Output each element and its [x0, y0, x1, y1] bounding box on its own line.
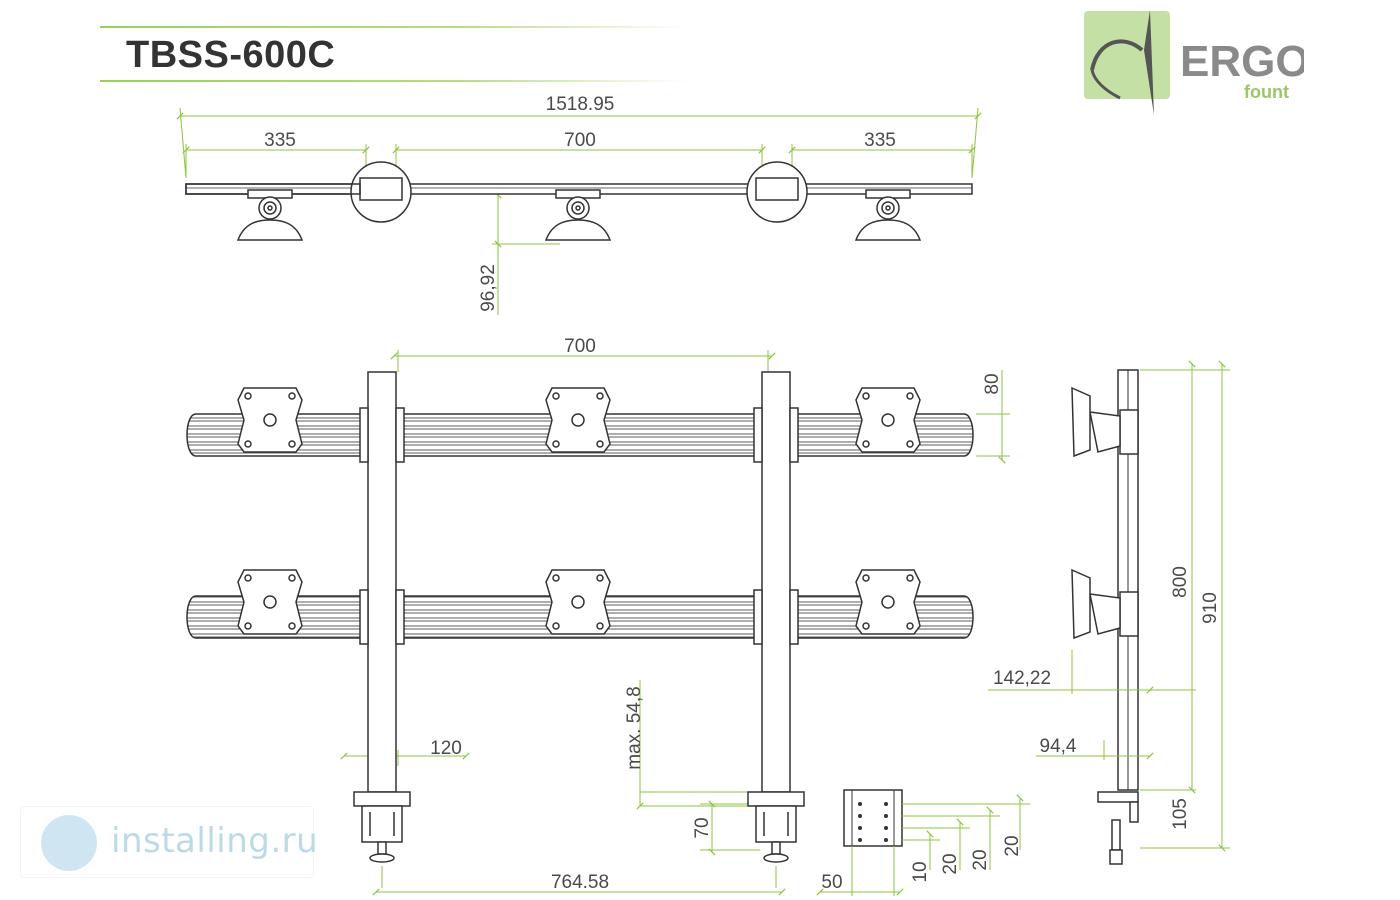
dim-base-105: 105: [1170, 798, 1191, 830]
title-bottom-rule: [100, 80, 690, 82]
vesa-plate-2: [545, 387, 611, 453]
logo-swoosh-lower: [1090, 69, 1121, 100]
vesa-plate-3: [855, 387, 921, 453]
pole-right: [761, 371, 791, 793]
vesa-plate-6: [855, 569, 921, 635]
top-view: 1518.95 335 700 335 96,92: [176, 94, 982, 315]
title-top-rule: [100, 26, 690, 28]
side-vesa-lower: [1071, 568, 1091, 640]
top-mount-right: [854, 189, 922, 241]
vesa-plate-5: [545, 569, 611, 635]
ergofount-logo: ERGO fount: [1084, 10, 1310, 120]
watermark: installing.ru: [20, 806, 318, 878]
dim-clamp-height: 70: [692, 817, 713, 838]
dim-hole-20a: 20: [940, 853, 961, 874]
dim-depth: 96,92: [478, 264, 499, 312]
dim-hole-20b: 20: [970, 849, 991, 870]
dim-right-span: 335: [864, 130, 896, 151]
logo-sub: fount: [1244, 82, 1289, 102]
dim-clamp-max: max. 54,8: [624, 686, 645, 769]
front-view: 700 80 120 max. 54,8 70 764.58: [186, 336, 1010, 896]
clamp-plate: [843, 789, 903, 847]
pole-left: [367, 371, 397, 793]
watermark-globe-icon: [41, 815, 97, 871]
top-mount-left: [236, 189, 304, 241]
dim-center-span: 700: [564, 130, 596, 151]
dim-height-910: 910: [1200, 592, 1221, 624]
vesa-plate-4: [237, 569, 303, 635]
dim-pole-spacing: 700: [564, 336, 596, 357]
dim-pole-width: 120: [430, 738, 462, 759]
dim-offset-94: 94,4: [1040, 736, 1077, 757]
clamp-detail: 50 10 20 20 20: [816, 789, 1030, 896]
logo-name: ERGO: [1180, 37, 1304, 86]
top-mount-center: [544, 189, 612, 241]
dim-total-width: 1518.95: [546, 94, 615, 115]
clamp-right: [747, 791, 805, 863]
dim-offset-142: 142,22: [993, 668, 1051, 689]
clamp-left: [353, 791, 411, 863]
dim-hole-20c: 20: [1002, 835, 1023, 856]
dim-left-span: 335: [264, 130, 296, 151]
logo-swoosh: [1090, 39, 1144, 71]
dim-bar-height: 80: [982, 373, 1003, 394]
side-vesa-upper: [1071, 386, 1091, 458]
watermark-text: installing.ru: [111, 821, 319, 861]
dim-clamp-width: 50: [821, 872, 842, 893]
model-title: TBSS-600C: [126, 34, 336, 76]
logo-blade: [1144, 10, 1154, 115]
dim-hole-10: 10: [910, 861, 931, 882]
vesa-plate-1: [237, 387, 303, 453]
side-clamp: [1097, 791, 1139, 803]
dim-base-spacing: 764.58: [551, 872, 609, 893]
dim-height-800: 800: [1170, 566, 1191, 598]
side-view: 800 910 142,22 94,4 105: [988, 360, 1230, 865]
